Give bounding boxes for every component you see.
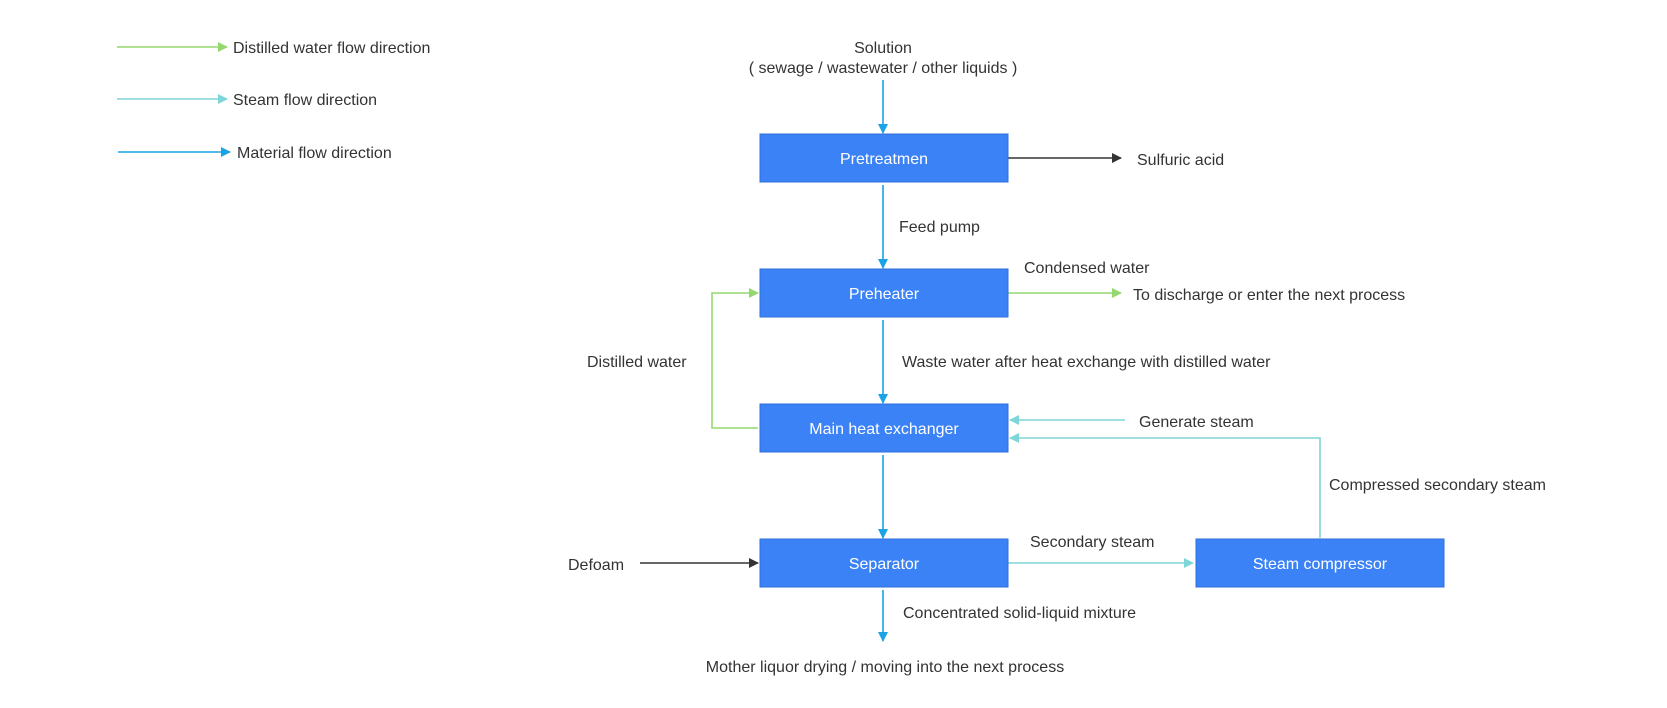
sulfuric-acid-label: Sulfuric acid xyxy=(1137,152,1224,169)
node-preheater-label: Preheater xyxy=(849,286,920,303)
solution-label: Solution xyxy=(854,40,912,57)
waste-water-label: Waste water after heat exchange with dis… xyxy=(902,354,1271,371)
feed-pump-label: Feed pump xyxy=(899,219,980,236)
legend-material-label: Material flow direction xyxy=(237,145,392,162)
node-separator-label: Separator xyxy=(849,556,920,573)
node-steam-compressor: Steam compressor xyxy=(1195,538,1445,588)
condensed-water-label: Condensed water xyxy=(1024,260,1150,277)
mother-liquor-label: Mother liquor drying / moving into the n… xyxy=(706,659,1064,676)
node-main-heat-exchanger: Main heat exchanger xyxy=(759,403,1009,453)
legend-distilled-water-label: Distilled water flow direction xyxy=(233,40,430,57)
generate-steam-label: Generate steam xyxy=(1139,414,1254,431)
node-pretreatment-label: Pretreatmen xyxy=(840,151,928,168)
node-main-heat-exchanger-label: Main heat exchanger xyxy=(809,421,959,438)
secondary-steam-label: Secondary steam xyxy=(1030,534,1155,551)
flow-compressed-secondary-steam xyxy=(1009,433,1321,538)
compressed-secondary-steam-label: Compressed secondary steam xyxy=(1329,477,1546,494)
discharge-label: To discharge or enter the next process xyxy=(1133,287,1405,304)
node-pretreatment: Pretreatmen xyxy=(759,133,1009,183)
solution-sub-label: ( sewage / wastewater / other liquids ) xyxy=(749,60,1018,77)
flow-distilled-water-loop xyxy=(711,288,759,429)
distilled-water-label: Distilled water xyxy=(587,354,687,371)
node-steam-compressor-label: Steam compressor xyxy=(1253,556,1388,573)
node-preheater: Preheater xyxy=(759,268,1009,318)
concentrated-mixture-label: Concentrated solid-liquid mixture xyxy=(903,605,1136,622)
defoam-label: Defoam xyxy=(568,557,624,574)
node-separator: Separator xyxy=(759,538,1009,588)
legend-steam-label: Steam flow direction xyxy=(233,92,377,109)
legend: Distilled water flow direction Steam flo… xyxy=(117,40,430,162)
